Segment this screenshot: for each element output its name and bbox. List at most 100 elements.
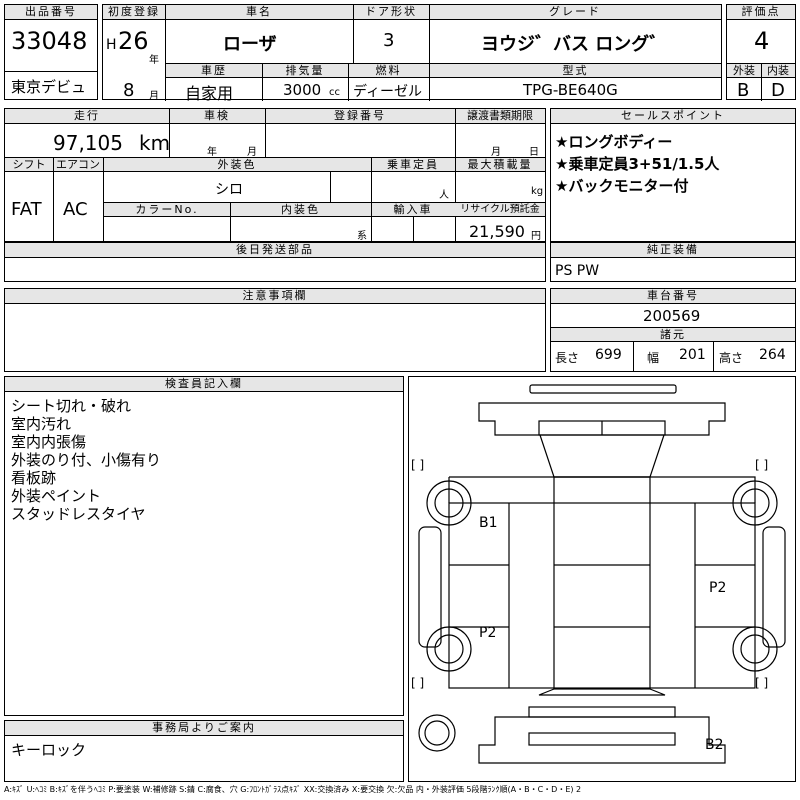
later-parts-box: 後日発送部品 [4,242,546,282]
office-label: 事務局よりご案内 [5,721,403,736]
svg-text:[ ]: [ ] [755,676,768,690]
shift: FAT [11,199,42,220]
genuine-box: 純正装備 PS PW [550,242,796,282]
vehicle-diagram: [ ] [ ] [ ] [408,376,796,782]
length: 699 [595,347,622,363]
inspection-label: 車検 [169,109,265,124]
lot-label: 出品番号 [5,5,97,20]
height: 264 [759,347,786,363]
transfer-day: 日 [529,147,539,158]
mileage-unit: km [139,131,171,155]
grade: ヨウジ゛バス ロング゛ [481,34,668,55]
color: シロ [215,182,243,198]
score-box: 評価点 4 外装 内装 B D [726,4,796,101]
reg-year-unit: 年 [149,55,159,66]
svg-text:[ ]: [ ] [411,676,424,690]
width: 201 [679,347,706,363]
debut-label: 東京デビュ [11,78,87,96]
svg-text:[ ]: [ ] [411,458,424,472]
sales-point-3: ★バックモニター付 [555,177,689,195]
import-label: 輸入車 [371,203,455,217]
chassis-number: 200569 [643,307,701,325]
plate-label: 登録番号 [265,109,455,124]
reg-label: 初度登録 [103,5,165,20]
lot-number: 33048 [11,27,88,55]
inspector-line: 看板跡 [11,469,57,487]
capacity-label: 乗車定員 [371,158,455,172]
notes-label: 注意事項欄 [5,289,545,304]
svg-text:[ ]: [ ] [755,458,768,472]
inspector-line: スタッドレスタイヤ [11,505,146,523]
disp-label: 排気量 [262,64,348,78]
displacement: 3000 [283,81,322,99]
details-grid: 走行 車検 登録番号 譲渡書類期限 97,105 km 年 月 月 日 シフト … [4,108,546,243]
model: TPG-BE640G [523,81,618,99]
lot-box: 出品番号 33048 東京デビュ [4,4,98,100]
length-label: 長さ [555,351,580,365]
car-name: ローザ [223,34,277,55]
reg-month-unit: 月 [149,91,159,102]
transfer-label: 譲渡書類期限 [455,109,545,124]
recycle: 21,590 [469,222,525,241]
fuel: ディーゼル [353,84,423,100]
damage-mark: P2 [479,625,496,641]
reg-era: H [106,37,117,53]
recycle-label: リサイクル預託金 [455,203,545,217]
damage-mark: B1 [479,515,498,531]
dims-label: 諸元 [551,328,795,342]
mileage-label: 走行 [5,109,169,124]
bus-outline-diagram: [ ] [ ] [ ] [411,384,786,764]
grade-label: グレード [429,5,721,20]
damage-mark: B2 [705,737,724,753]
genuine: PS PW [555,263,600,279]
history: 自家用 [185,84,234,103]
sales-label: セールスポイント [551,109,795,124]
disp-unit: cc [329,87,340,98]
notes-box: 注意事項欄 [4,288,546,372]
ac-label: エアコン [53,158,103,172]
height-label: 高さ [719,351,744,365]
history-label: 車歴 [166,64,262,78]
door-count: 3 [383,30,395,51]
inspector-line: 外装のり付、小傷有り [11,451,162,469]
sales-point-1: ★ロングボディー [555,133,673,151]
capacity-unit: 人 [439,190,449,201]
damage-mark: P2 [709,580,726,596]
transfer-month: 月 [491,147,501,158]
color-label: 外装色 [103,158,371,172]
ext-grade: B [737,80,750,101]
load-label: 最大積載量 [455,158,545,172]
inspector-line: 室内汚れ [11,415,72,433]
later-label: 後日発送部品 [5,243,545,258]
chassis-label: 車台番号 [551,289,795,304]
int-label: 内装 [761,64,795,78]
legend: A:ｷｽﾞ U:ﾍｺﾐ B:ｷｽﾞを伴うﾍｺﾐ P:要塗装 W:補修跡 S:錆 … [4,785,582,794]
reg-year: 26 [118,27,149,55]
ext-label: 外装 [727,64,761,78]
office-box: 事務局よりご案内 キーロック [4,720,404,782]
load-unit: kg [531,186,544,197]
insp-month: 月 [247,147,257,158]
score: 4 [754,27,770,55]
score-label: 評価点 [727,5,795,20]
header-grid: 初度登録 車名 ドア形状 グレード H 26 年 ローザ 3 ヨウジ゛バス ロン… [102,4,722,103]
office-text: キーロック [11,741,87,759]
door-label: ドア形状 [353,5,429,20]
inspector-label: 検査員記入欄 [5,377,403,392]
genuine-label: 純正装備 [551,243,795,258]
shift-label: シフト [5,158,53,172]
inspector-line: 外装ペイント [11,487,102,505]
inspector-line: 室内内張傷 [11,433,87,451]
inspector-box: 検査員記入欄 シート切れ・破れ 室内汚れ 室内内張傷 外装のり付、小傷有り 看板… [4,376,404,716]
interior-label: 内装色 [230,203,371,217]
sales-point-2: ★乗車定員3+51/1.5人 [555,155,720,173]
name-label: 車名 [165,5,353,20]
reg-month: 8 [123,80,135,101]
interior-unit: 系 [357,231,367,242]
colorno-label: カラーNo. [104,203,230,217]
model-label: 型式 [430,64,721,78]
int-grade: D [771,80,785,101]
recycle-unit: 円 [531,231,541,242]
width-label: 幅 [647,351,660,365]
insp-year: 年 [207,147,217,158]
